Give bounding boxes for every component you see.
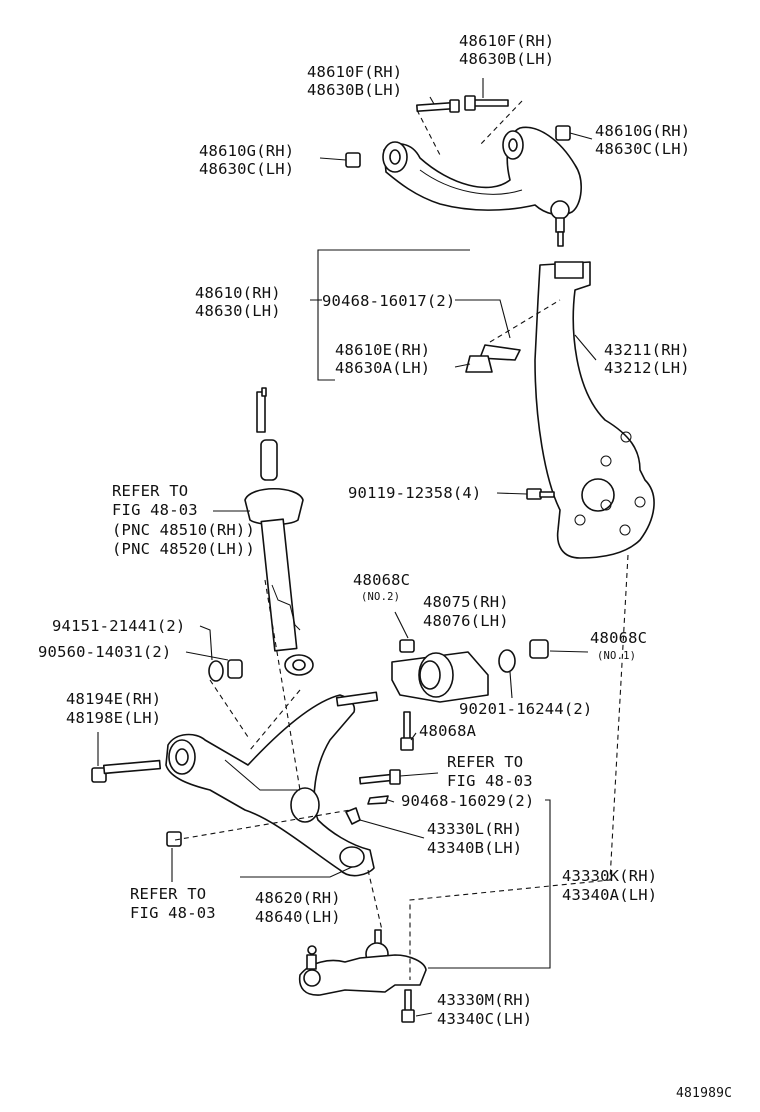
rear-bushing [391,639,489,703]
label-fig-48-03-shock: FIG 48-03 [112,501,198,519]
label-no2: (NO.2) [361,591,401,603]
label-48198e-lh: 48198E(LH) [66,709,162,727]
label-48630a-lh: 48630A(LH) [335,359,431,377]
label-48630b-lh-top: 48630B(LH) [459,50,555,68]
label-43330l-rh: 43330L(RH) [427,820,523,838]
label-fig-48-03-right: FIG 48-03 [447,772,533,790]
label-90468-16029: 90468-16029(2) [401,792,535,810]
ball-joint-bolt [401,989,415,1023]
label-48076-lh: 48076(LH) [423,612,509,630]
label-43340b-lh: 43340B(LH) [427,839,523,857]
label-90119-12358: 90119-12358(4) [348,484,482,502]
label-refer-to-shock: REFER TO [112,482,189,500]
label-refer-to-right: REFER TO [447,753,524,771]
label-48068c-no1: 48068C [590,629,648,647]
label-43212-lh: 43212(LH) [604,359,690,377]
label-48068c-no2: 48068C [353,571,411,589]
label-48610f-rh: 48610F(RH) [307,63,403,81]
figure-id: 481989C [676,1086,733,1101]
label-refer-to-lower: REFER TO [130,885,207,903]
label-90468-16017: 90468-16017(2) [322,292,456,310]
label-48610-rh: 48610(RH) [195,284,281,302]
label-pnc-48520: (PNC 48520(LH)) [112,540,255,558]
lower-arm-nut [166,831,182,847]
label-fig-48-03-lower: FIG 48-03 [130,904,216,922]
label-48194e-rh: 48194E(RH) [66,690,162,708]
knuckle-bolt [526,488,555,500]
label-48068a: 48068A [419,722,477,740]
bushing-washer [498,649,516,673]
label-48610f-rh-top: 48610F(RH) [459,32,555,50]
steering-knuckle [534,261,655,559]
lower-control-arm [165,694,375,877]
label-48620-rh: 48620(RH) [255,889,341,907]
label-48610g-rh-right: 48610G(RH) [595,122,691,140]
alignment-lines [174,100,629,980]
shock-absorber [244,387,314,676]
label-48630b-lh: 48630B(LH) [307,81,403,99]
shock-washer-nut [208,659,243,682]
upper-arm-bolt-left [416,99,460,113]
bushing-bolt [400,711,414,751]
upper-arm-nut-left [345,152,361,168]
upper-control-arm [382,126,582,247]
label-48610g-rh-left: 48610G(RH) [199,142,295,160]
clip-90468-16029 [367,795,389,805]
label-48640-lh: 48640(LH) [255,908,341,926]
leader-lines [97,78,597,1017]
lower-arm-bushing-stud [335,691,379,707]
upper-arm-nut-right [555,125,571,141]
lower-arm-rear-bolt [358,769,401,785]
label-43340c-lh: 43340C(LH) [437,1010,533,1028]
label-43211-rh: 43211(RH) [604,341,690,359]
label-no1: (NO.1) [597,650,637,662]
label-48630c-lh-right: 48630C(LH) [595,140,691,158]
label-43330k-rh: 43330K(RH) [562,867,658,885]
label-48610e-rh: 48610E(RH) [335,341,431,359]
bushing-nut [529,639,549,659]
label-43330m-rh: 43330M(RH) [437,991,533,1009]
label-pnc-48510: (PNC 48510(RH)) [112,521,255,539]
upper-nut-48610E [465,355,493,373]
label-48075-rh: 48075(RH) [423,593,509,611]
label-90560-14031: 90560-14031(2) [38,643,172,661]
label-48630-lh: 48630(LH) [195,302,281,320]
clip-90468-16017 [479,344,521,361]
lower-arm-front-bolt [91,759,162,783]
upper-arm-bolt-right [464,95,509,111]
label-43340a-lh: 43340A(LH) [562,886,658,904]
label-48630c-lh-left: 48630C(LH) [199,160,295,178]
label-90201-16244: 90201-16244(2) [459,700,593,718]
lower-ball-joint [298,929,427,996]
label-94151-21441: 94151-21441(2) [52,617,186,635]
